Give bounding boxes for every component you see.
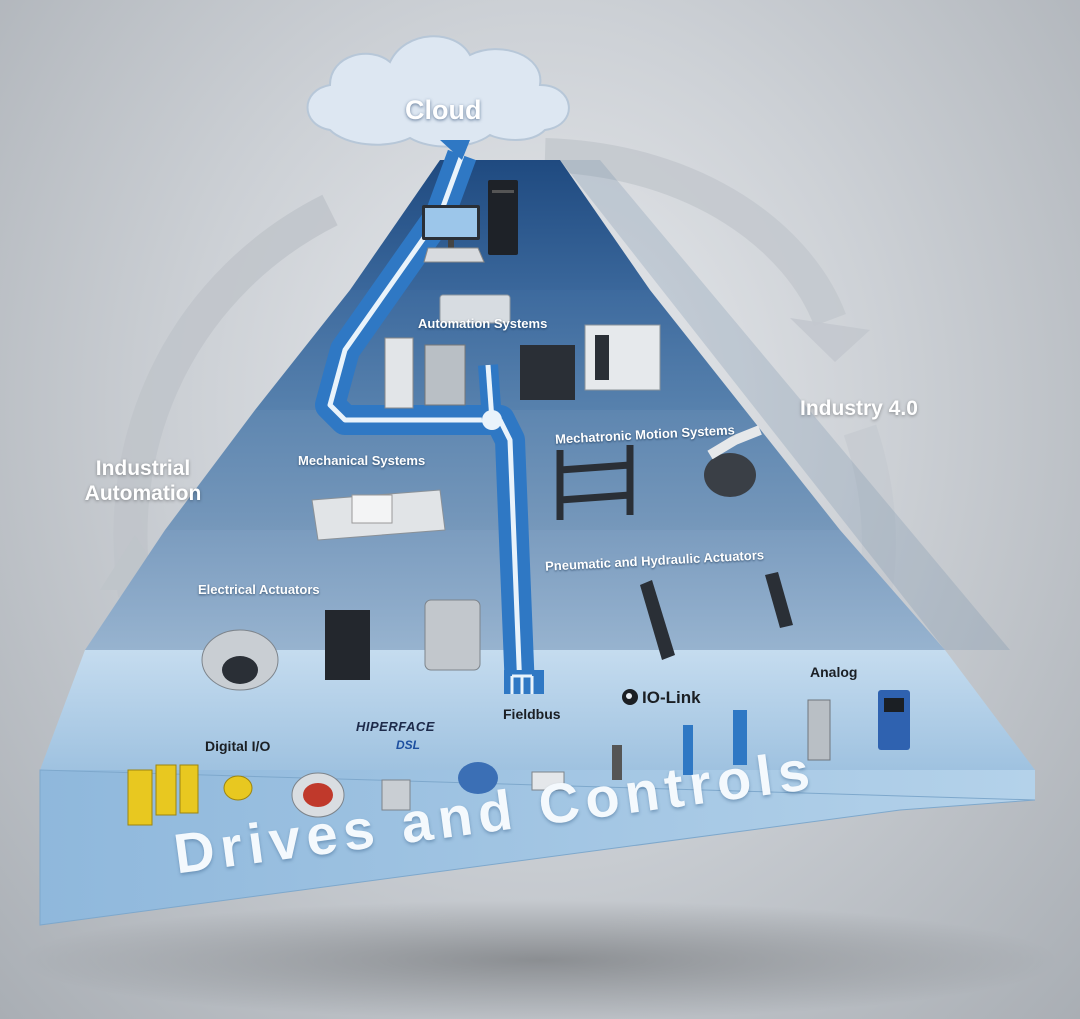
io-link-logo-icon [622,689,638,705]
plc-icon [384,324,661,409]
layer-label-mechanical-systems: Mechanical Systems [298,453,426,468]
linear-axis-icon [311,489,446,541]
layer-label-electrical-actuators: Electrical Actuators [198,582,320,597]
pressure-sensor-icon [612,690,910,780]
controller-icon [439,294,511,324]
cloud-label: Cloud [405,95,482,125]
servo-motor-icon [201,599,481,691]
arrow-down-icon [790,318,870,362]
proximity-sensor-icon [223,775,253,801]
floor-shadow [20,900,1060,1019]
safety-relay-icon [127,764,199,826]
industrial-label-line1: Industrial [95,457,191,480]
base-front [40,770,1035,925]
hiperface-label: HIPERFACE [356,719,435,734]
industrial-label-line2: Automation [84,482,202,505]
industrial-automation-label: Industrial Automation [58,456,228,506]
gantry-robot-icon [556,445,634,520]
pneumatic-cylinder-icon [640,572,793,660]
interface-hiperface: HIPERFACE DSL [356,718,435,754]
interface-fieldbus: Fieldbus [503,706,561,722]
six-axis-robot-icon [704,425,762,497]
hiperface-dsl-label: DSL [396,738,420,752]
industry-40-label: Industry 4.0 [800,397,918,420]
base-top [40,650,1035,770]
encoder-icon [291,762,565,818]
interface-digital-io: Digital I/O [205,738,271,754]
interface-analog: Analog [810,664,858,680]
layer-label-automation-systems: Automation Systems [418,316,548,331]
data-bus-line [315,149,544,694]
interface-io-link: IO-Link [622,688,701,708]
io-link-label: IO-Link [642,688,701,707]
cloud-icon [306,35,570,160]
computer-workstation-icon [422,180,518,263]
